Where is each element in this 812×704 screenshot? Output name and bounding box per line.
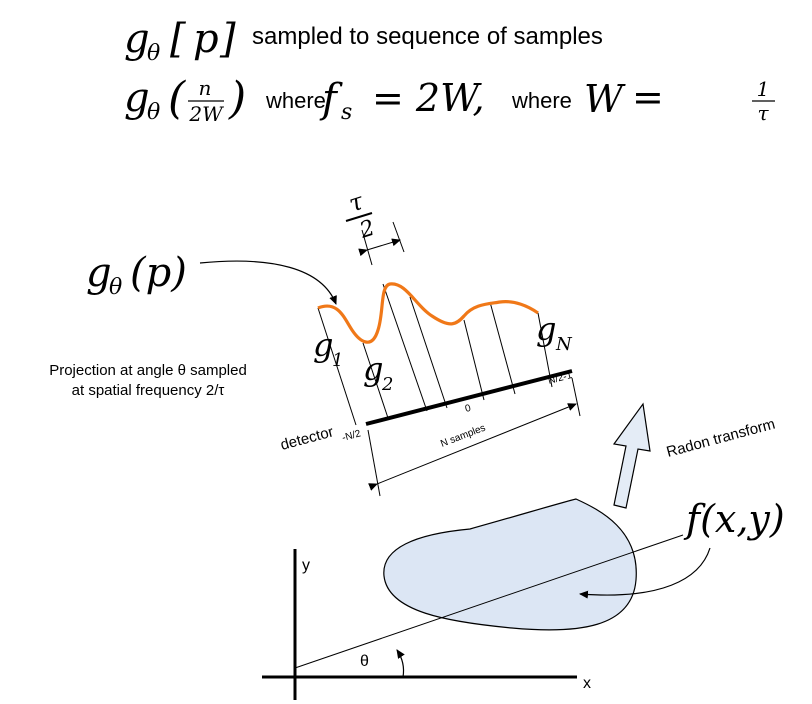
eq2-tau: τ (757, 101, 769, 125)
projection-diagram: τ 2 g θ (p) g 1 g 2 g N Projection at an… (49, 187, 581, 497)
g-theta-p-pointer (199, 260, 337, 305)
sample-line-6 (489, 301, 516, 395)
eq1-g-symbol: g (124, 16, 150, 62)
eq2-where-2: where (511, 88, 572, 113)
label-g2-g: g (363, 350, 383, 388)
tau-over-2-bar (345, 212, 373, 222)
label-g1-sub: 1 (332, 350, 343, 371)
projection-curve (317, 282, 539, 344)
radon-arrow-icon (612, 402, 651, 509)
eq2-w-symbol: W (584, 77, 626, 121)
label-gN-g: g (536, 310, 556, 348)
equation-line-1: g θ [ p ] sampled to sequence of samples (124, 16, 603, 66)
projection-caption-line-1: Projection at angle θ sampled (49, 362, 247, 379)
n-samples-label: N samples (439, 423, 487, 450)
sample-line-7 (537, 312, 553, 388)
y-axis-label: y (302, 557, 310, 574)
detector-label: detector (279, 423, 336, 453)
eq2-where-1: where (265, 88, 326, 113)
eq2-g-symbol: g (124, 75, 150, 121)
tau-ext-line-right (392, 221, 405, 253)
nsamples-ext-right (571, 377, 581, 417)
index-zero: 0 (464, 403, 473, 415)
eq2-paren-open: ( (168, 73, 186, 124)
detector-line (365, 369, 573, 426)
projection-direction-line (294, 534, 684, 669)
label-g-theta-p-theta: θ (109, 275, 122, 300)
eq2-theta-subscript: θ (147, 100, 160, 125)
label-g2-sub: 2 (381, 374, 393, 395)
fxy-pointer (579, 547, 711, 599)
tau-dimension-arrow (358, 238, 401, 257)
equation-line-2: g θ ( n 2W ) where f s = 2W, where W = 1… (124, 73, 775, 126)
object-shape (383, 498, 637, 631)
eq2-paren-close: ) (228, 73, 246, 124)
sample-line-5 (463, 319, 485, 401)
label-g1-g: g (313, 326, 333, 364)
eq1-theta-subscript: θ (147, 41, 160, 66)
tau-over-2-numerator: τ (345, 187, 367, 218)
eq2-s-subscript: s (341, 100, 352, 125)
tau-over-2-denominator: 2 (356, 216, 378, 244)
projection-caption-line-2: at spatial frequency 2/τ (72, 382, 225, 399)
eq1-bracket-close: ] (219, 16, 236, 62)
eq2-one: 1 (757, 77, 770, 101)
nsamples-ext-left (367, 429, 381, 497)
eq2-equals-2w: = 2W, (372, 76, 485, 120)
eq2-f-symbol: f (319, 76, 343, 122)
object-region: f(x,y) (383, 497, 785, 631)
eq1-text: sampled to sequence of samples (252, 23, 603, 50)
label-g-theta-p-rest: (p) (130, 250, 187, 296)
theta-angle-arc (396, 649, 405, 678)
index-n-over-2-minus-1: N/2-1 (547, 370, 574, 387)
index-minus-n-over-2: -N/2 (341, 428, 363, 444)
eq2-equals-2: = (632, 75, 664, 119)
eq1-p-symbol: p (193, 16, 219, 62)
eq2-frac-denominator: 2W (188, 102, 224, 126)
radon-transform: Radon transform (612, 402, 777, 509)
eq1-bracket-open: [ (170, 16, 186, 62)
x-axis-label: x (583, 675, 591, 692)
nsamples-dimension-arrow (368, 403, 577, 491)
sample-line-3 (382, 283, 428, 412)
theta-angle-label: θ (360, 653, 369, 670)
sample-line-1 (317, 307, 357, 426)
label-gN-sub: N (555, 334, 573, 355)
label-g-theta-p-g: g (86, 250, 112, 296)
f-x-y-label: f(x,y) (683, 497, 785, 541)
radon-transform-label: Radon transform (665, 416, 777, 461)
coordinate-axes: y x θ (262, 534, 684, 700)
sample-line-4 (409, 296, 448, 409)
eq2-frac-numerator: n (199, 76, 212, 100)
